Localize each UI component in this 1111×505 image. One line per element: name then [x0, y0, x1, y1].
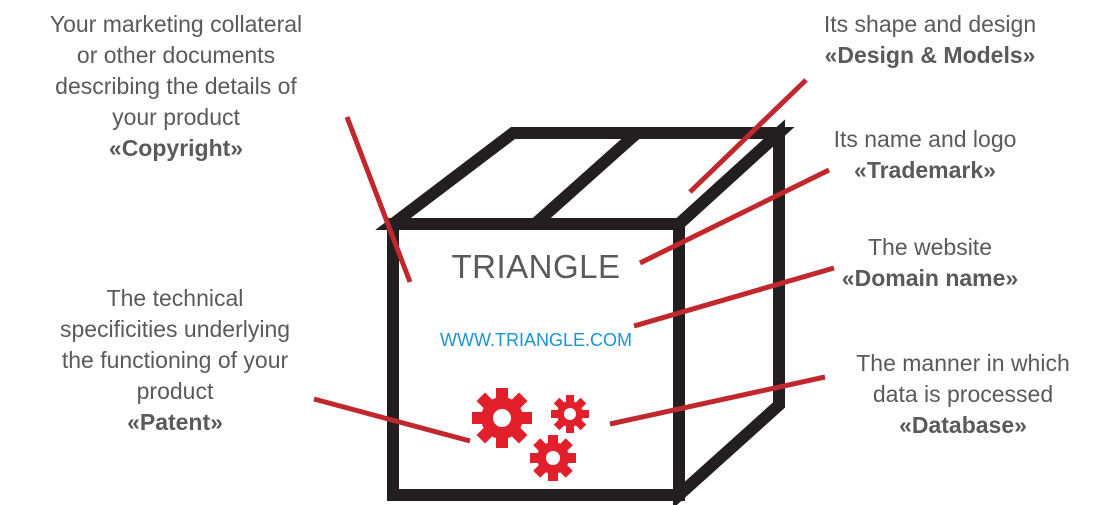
callout-design-tag: «Design & Models» — [824, 42, 1036, 68]
callout-database-tag: «Database» — [899, 412, 1027, 438]
leader-line-design — [688, 78, 808, 194]
callout-domain: The website «Domain name» — [800, 232, 1060, 294]
callout-database: The manner in which data is processed «D… — [815, 348, 1111, 441]
callout-trademark: Its name and logo «Trademark» — [790, 124, 1060, 186]
callout-trademark-tag: «Trademark» — [854, 157, 996, 183]
box-website-url: WWW.TRIANGLE.COM — [440, 330, 632, 350]
callout-domain-description: The website — [867, 234, 992, 260]
callout-copyright: Your marketing collateral or other docum… — [0, 9, 352, 164]
callout-copyright-description: Your marketing collateral or other docum… — [49, 11, 303, 130]
callout-copyright-tag: «Copyright» — [108, 135, 244, 161]
leader-line-patent — [313, 396, 471, 444]
callout-trademark-description: Its name and logo — [833, 126, 1017, 152]
callout-patent-tag: «Patent» — [127, 409, 223, 435]
leader-line-trademark — [638, 167, 831, 266]
leader-line-database — [609, 374, 826, 427]
box-brand-name: TRIANGLE — [451, 248, 621, 285]
callout-design-description: Its shape and design — [823, 11, 1037, 37]
callout-patent: The technical specificities underlying t… — [10, 283, 340, 438]
leader-line-copyright — [344, 116, 413, 283]
callout-design: Its shape and design «Design & Models» — [790, 9, 1070, 71]
callout-database-description: The manner in which data is processed — [856, 350, 1070, 407]
leader-line-domain — [633, 265, 835, 329]
gears-icon — [472, 388, 589, 481]
box-tape-line — [531, 128, 641, 229]
product-box — [375, 119, 795, 505]
callout-patent-description: The technical specificities underlying t… — [59, 285, 291, 404]
box-side-face — [673, 119, 785, 505]
callout-domain-tag: «Domain name» — [841, 265, 1019, 291]
